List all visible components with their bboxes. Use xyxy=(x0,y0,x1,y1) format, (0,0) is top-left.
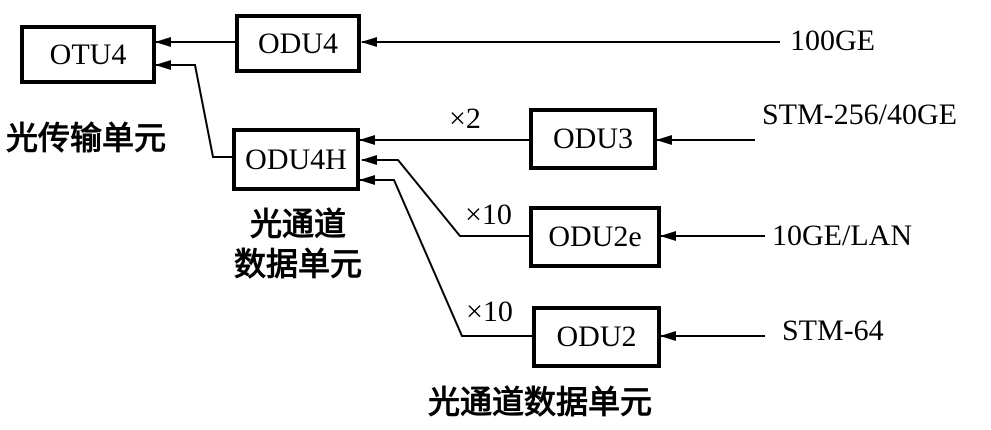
input-label-stm64: STM-64 xyxy=(782,314,884,347)
caption-odu-unit-stacked: 光通道 数据单元 xyxy=(218,204,378,284)
arrow-odu2-to-odu4h xyxy=(359,175,533,337)
input-label-100ge: 100GE xyxy=(790,24,875,57)
multiplier-odu3: ×2 xyxy=(449,102,481,135)
input-label-stm256-40ge: STM-256/40GE xyxy=(762,98,957,131)
odu2e-box: ODU2e xyxy=(529,206,661,268)
input-label-10ge-lan: 10GE/LAN xyxy=(772,219,912,252)
caption-odu-unit-line1: 光通道 xyxy=(249,205,346,243)
odu3-box: ODU3 xyxy=(529,108,657,170)
odu4-box: ODU4 xyxy=(235,14,361,73)
caption-odu-unit-bottom: 光通道数据单元 xyxy=(428,383,653,421)
caption-otu-unit: 光传输单元 xyxy=(6,119,167,157)
odu4h-box: ODU4H xyxy=(232,128,360,191)
caption-odu-unit-line2: 数据单元 xyxy=(233,245,362,283)
odu2-box: ODU2 xyxy=(532,306,661,368)
otu4-box: OTU4 xyxy=(20,25,156,84)
multiplier-odu2: ×10 xyxy=(466,295,513,328)
arrow-odu4h-to-otu4 xyxy=(155,60,234,158)
multiplier-odu2e: ×10 xyxy=(465,198,512,231)
arrow-odu2e-to-odu4h xyxy=(361,155,530,237)
